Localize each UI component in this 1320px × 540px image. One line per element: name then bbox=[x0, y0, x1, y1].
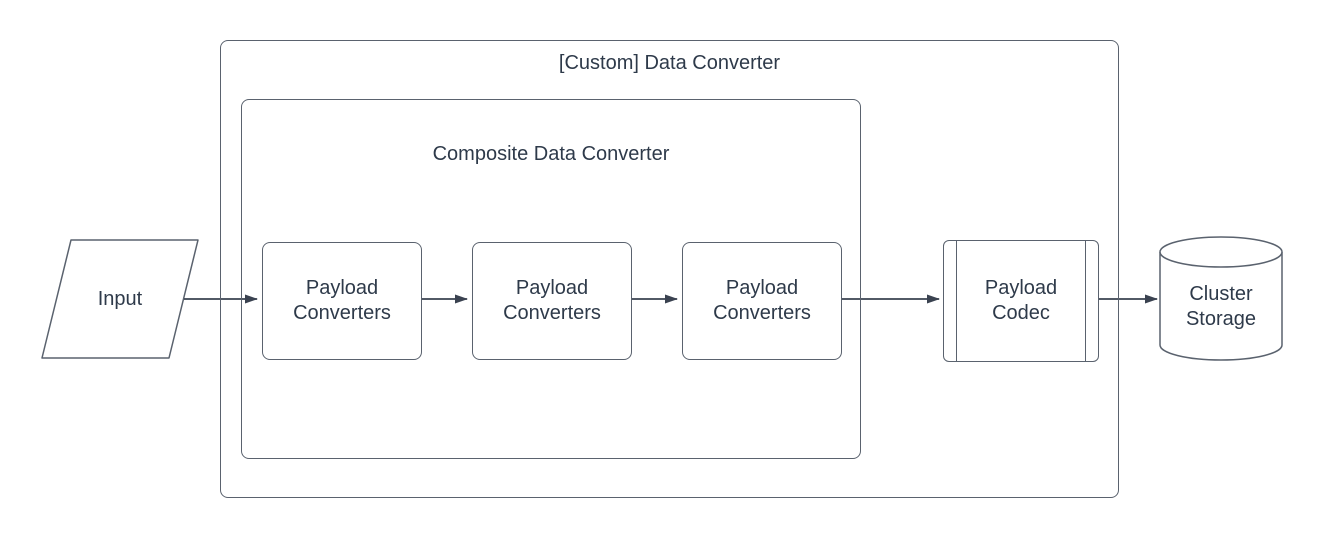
node-payload-converters-3-label: Payload Converters bbox=[713, 277, 811, 324]
node-payload-converters-2-label: Payload Converters bbox=[503, 277, 601, 324]
group-custom-data-converter-label: [Custom] Data Converter bbox=[558, 52, 781, 74]
group-composite-data-converter: Composite Data Converter Payload Convert… bbox=[241, 99, 861, 459]
node-payload-codec: Payload Codec bbox=[943, 240, 1099, 362]
node-payload-converters-3: Payload Converters bbox=[682, 242, 842, 360]
node-payload-converters-1: Payload Converters bbox=[262, 242, 422, 360]
node-payload-converters-2: Payload Converters bbox=[472, 242, 632, 360]
group-composite-data-converter-label: Composite Data Converter bbox=[432, 143, 670, 165]
cluster-storage-shape bbox=[1159, 236, 1283, 361]
group-custom-data-converter: [Custom] Data Converter Composite Data C… bbox=[220, 40, 1119, 498]
input-shape bbox=[41, 239, 199, 359]
node-payload-codec-label: Payload Codec bbox=[984, 277, 1058, 324]
node-payload-converters-1-label: Payload Converters bbox=[293, 277, 391, 324]
